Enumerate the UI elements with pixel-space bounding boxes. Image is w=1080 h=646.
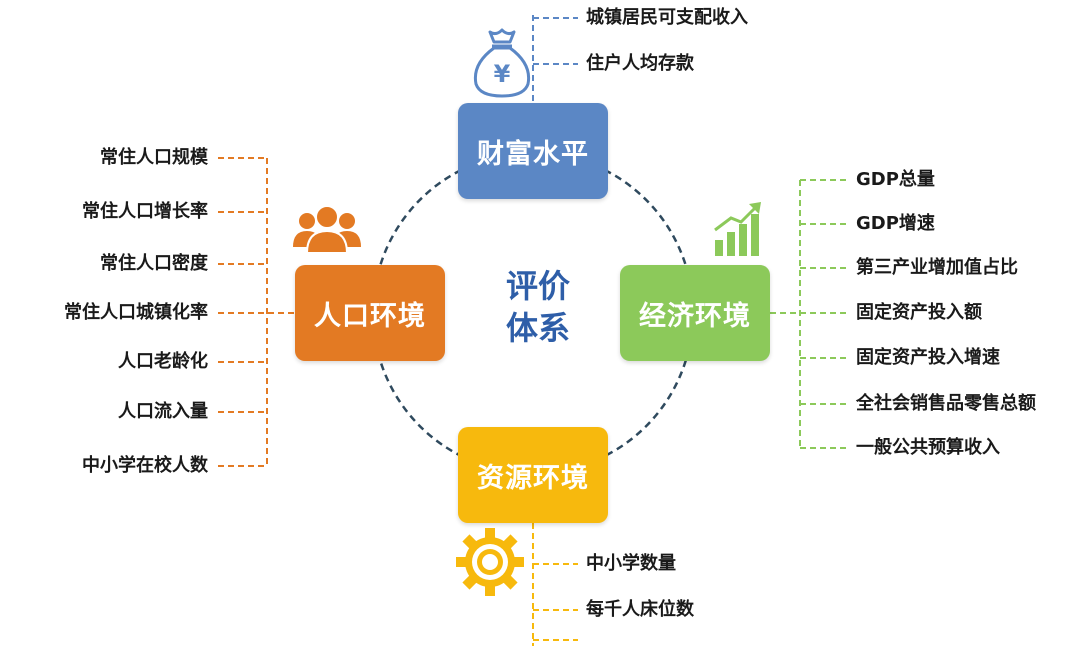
economy-connectors [770,179,848,449]
resources-item: 中小学数量 [586,553,676,574]
wealth-connectors [532,15,578,103]
population-connectors [218,157,295,467]
people-group-icon [293,205,361,254]
population-item: 常住人口增长率 [82,201,208,222]
svg-text:¥: ¥ [494,60,511,88]
category-population: 人口环境 [295,265,445,361]
economy-item: 固定资产投入额 [856,302,982,323]
center-title-line2: 体系 [505,309,570,347]
category-wealth-label: 财富水平 [477,138,589,170]
economy-item: GDP增速 [856,213,935,234]
gear-icon [456,528,524,596]
growth-chart-icon [714,202,761,256]
wealth-item: 城镇居民可支配收入 [586,7,748,28]
center-title-line1: 评价 [505,267,570,305]
category-resources-label: 资源环境 [477,462,589,494]
population-item: 中小学在校人数 [82,455,208,476]
economy-item: 一般公共预算收入 [856,437,1000,458]
economy-item: GDP总量 [856,169,935,190]
category-wealth: 财富水平 [458,103,608,199]
economy-item: 固定资产投入增速 [856,347,1000,368]
category-economy-label: 经济环境 [639,300,751,332]
resources-connectors [532,523,578,646]
wealth-item: 住户人均存款 [586,53,694,74]
economy-item: 第三产业增加值占比 [856,257,1018,278]
population-item: 常住人口城镇化率 [64,302,208,323]
population-item: 人口流入量 [118,401,208,422]
population-item: 常住人口密度 [100,253,208,274]
population-item: 常住人口规模 [100,147,208,168]
center-title: 评价 体系 [478,265,598,349]
population-item: 人口老龄化 [118,351,208,372]
category-resources: 资源环境 [458,427,608,523]
economy-item: 全社会销售品零售总额 [856,393,1036,414]
category-population-label: 人口环境 [314,300,426,332]
category-economy: 经济环境 [620,265,770,361]
money-bag-icon: ¥ [473,28,531,98]
resources-item: 每千人床位数 [586,599,694,620]
